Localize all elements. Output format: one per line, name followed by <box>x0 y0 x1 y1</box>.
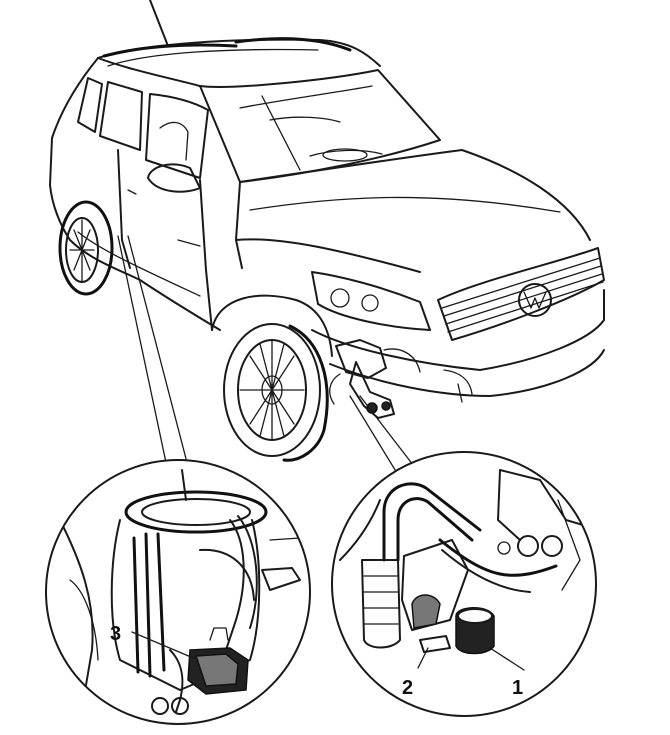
vehicle-body <box>49 0 605 462</box>
roof-rail-left <box>102 43 238 58</box>
vw-emblem <box>518 283 552 317</box>
detail-circle-right-border <box>331 451 597 717</box>
windshield <box>199 69 441 183</box>
front-grille <box>437 247 605 341</box>
side-mirror <box>147 163 201 193</box>
roof-line <box>97 38 381 67</box>
headlight <box>311 271 431 331</box>
hood <box>239 149 591 241</box>
front-door-window <box>145 93 209 179</box>
rear-quarter-window <box>77 77 103 133</box>
callout-3-label: 3 <box>110 623 121 645</box>
detail-leader-lines <box>117 235 421 479</box>
front-wheel <box>223 323 329 462</box>
connector-2 <box>419 635 451 653</box>
detail-circle-left: 3 <box>45 459 311 725</box>
washer-pump-assembly <box>329 339 421 419</box>
front-bumper <box>311 289 605 371</box>
detail-circle-left-border <box>45 459 311 725</box>
rear-wheel <box>58 200 114 296</box>
rear-door-window <box>99 81 143 151</box>
front-wheel-arch <box>211 294 333 357</box>
roof-rail-right <box>234 37 352 52</box>
callout-2-label: 2 <box>402 677 413 699</box>
antenna <box>149 0 169 47</box>
detail-circle-right: 2 1 <box>331 451 597 717</box>
callout-1-label: 1 <box>512 677 523 699</box>
